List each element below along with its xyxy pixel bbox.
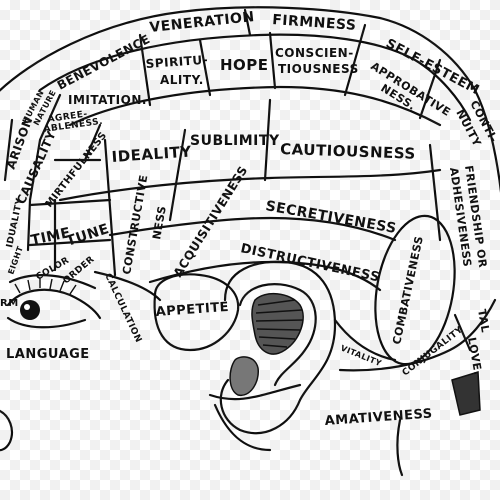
label-combativeness: COMBATIVENESS (390, 235, 426, 346)
label-eventuality: EIGHT (6, 245, 25, 276)
label-imitation: IMITATION. (68, 93, 147, 107)
label-language: LANGUAGE (6, 347, 90, 362)
label-calculation: CALCULATION (102, 272, 143, 345)
label-ideality: IDEALITY (111, 142, 193, 166)
label-spirituality-2: ALITY. (160, 73, 204, 87)
hatched-region (451, 371, 481, 416)
label-individuality: IDUALITY (5, 197, 25, 249)
label-conjugality: CONJUGALITY (401, 325, 466, 378)
label-form: RM (0, 298, 19, 309)
label-tune: TUNE (64, 221, 111, 250)
label-cautiousness: CAUTIOUSNESS (280, 140, 416, 163)
label-veneration: VENERATION (149, 9, 256, 36)
label-conscientiousness-2: TIOUSNESS (278, 62, 359, 76)
face-contour (0, 409, 14, 452)
label-benevolence: BENEVOLENCE (55, 32, 153, 93)
label-parental-love-2: LOVE. (465, 336, 484, 376)
label-constructiveness-2: NESS (150, 205, 169, 241)
label-amativeness: AMATIVENESS (324, 406, 433, 429)
label-sublimity: SUBLIMITY (190, 133, 280, 149)
label-parental-love-1: TAL (475, 308, 492, 334)
label-spirituality-1: SPIRITU- (145, 53, 208, 71)
label-vitality: VITALITY (339, 344, 383, 369)
eye-illustration (6, 274, 102, 329)
label-conscientiousness-1: CONSCIEN- (275, 46, 354, 60)
label-appetite: APPETITE (155, 300, 229, 320)
label-firmness: FIRMNESS (272, 12, 357, 34)
label-hope: HOPE (220, 56, 269, 74)
ear-illustration (219, 260, 337, 435)
head-outline (0, 6, 500, 477)
